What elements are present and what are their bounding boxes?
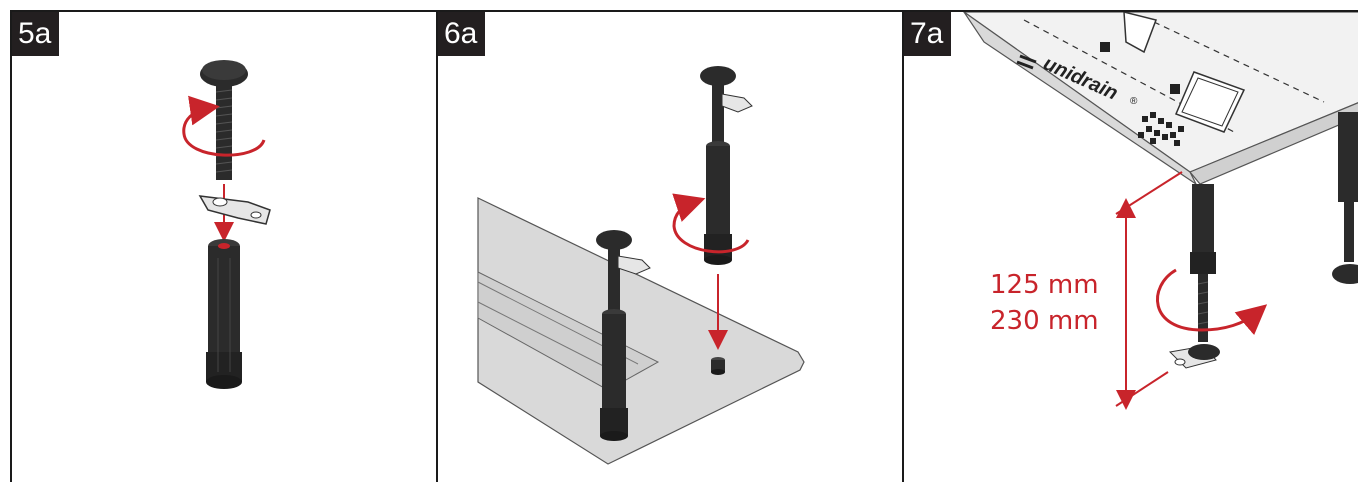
brand-stripes-icon — [1016, 54, 1037, 70]
height-adjustment-illustration: unidrain ® — [962, 12, 1358, 410]
installed-leg — [596, 230, 651, 441]
step-label-7a: 7a — [904, 12, 952, 56]
height-max-label: 230 mm — [990, 306, 1099, 336]
panel-step-7a: 7a — [902, 10, 1358, 482]
drain-installation-illustration — [477, 66, 805, 465]
leg-assembly-illustration — [182, 60, 271, 389]
rotation-arrow — [1155, 268, 1268, 336]
step-label-5a: 5a — [12, 12, 60, 56]
drain-underside: unidrain ® — [962, 12, 1358, 186]
lifted-leg — [700, 66, 753, 265]
panel-step-5a: 5a — [10, 10, 436, 482]
mounting-bracket — [198, 195, 271, 225]
leg-socket — [711, 357, 725, 375]
drain-plate — [477, 197, 805, 465]
step-label-6a: 6a — [438, 12, 486, 56]
height-min-label: 125 mm — [990, 270, 1099, 300]
height-dimension — [1115, 171, 1183, 410]
front-leg — [1168, 184, 1220, 369]
back-leg — [1332, 112, 1358, 284]
rotation-arrow — [182, 95, 266, 157]
qr-code — [1138, 112, 1184, 146]
rotation-arrow — [672, 193, 750, 254]
leg-body — [206, 239, 242, 389]
svg-text:®: ® — [1130, 96, 1138, 107]
panel-step-6a: 6a — [436, 10, 902, 482]
